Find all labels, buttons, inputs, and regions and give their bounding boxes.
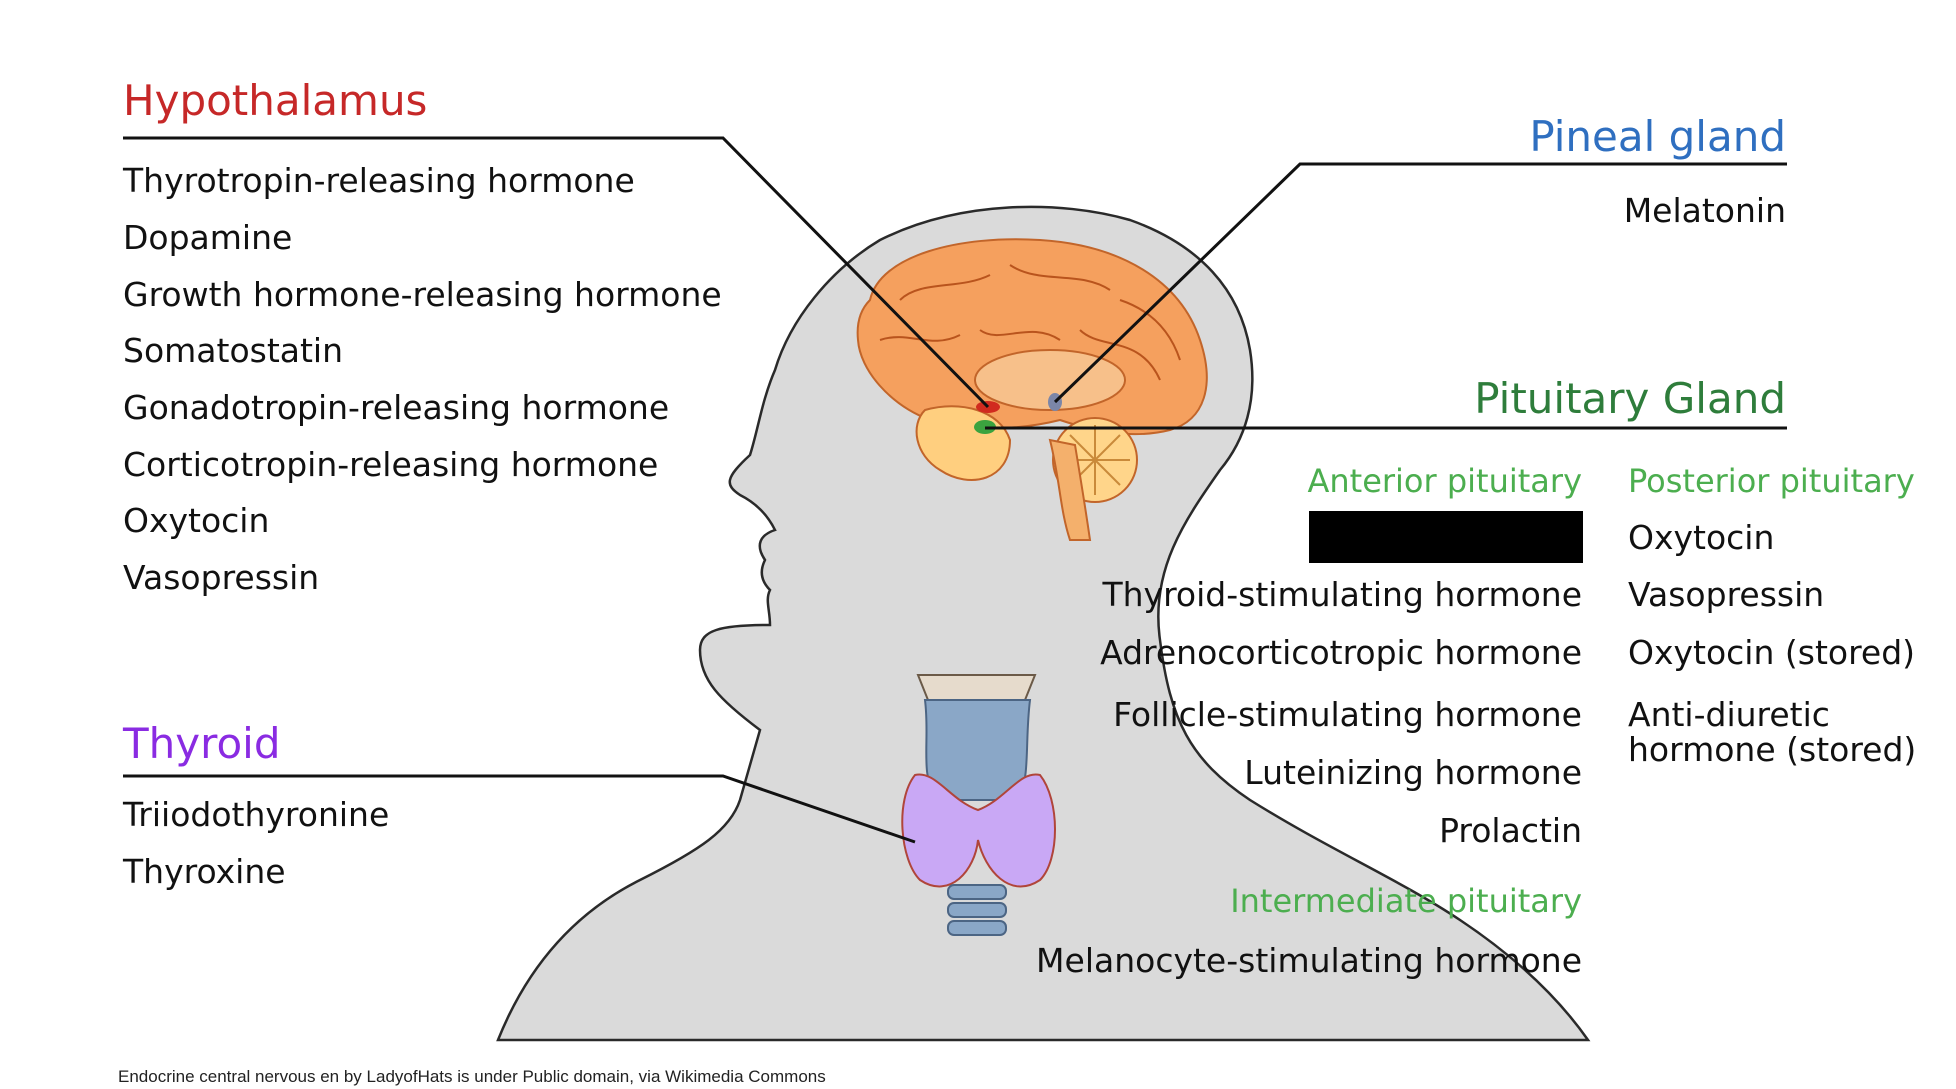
hypothalamus-hormone: Gonadotropin-releasing hormone [123,388,670,427]
thyroid-gland [901,773,1056,888]
image-credit: Endocrine central nervous en by LadyofHa… [118,1067,826,1086]
hypothalamus-hormone: Somatostatin [123,331,344,370]
posterior-hormone: hormone (stored) [1628,730,1917,769]
anterior-hormone: Thyroid-stimulating hormone [1102,575,1582,614]
pineal-leader-line [1053,162,1787,404]
posterior-hormone: Anti-diuretic [1628,695,1830,734]
thyroid-title: Thyroid [123,719,281,768]
anterior-hormone: Prolactin [1439,811,1582,850]
trachea-rings [947,884,1007,936]
intermediate-hormone: Melanocyte-stimulating hormone [1036,941,1582,980]
hypothalamus-hormone: Corticotropin-releasing hormone [123,445,659,484]
hypothalamus-hormone: Thyrotropin-releasing hormone [123,161,635,200]
anterior-hormone: Adrenocorticotropic hormone [1100,633,1582,672]
posterior-hormone: Oxytocin [1628,518,1775,557]
redacted-block [1309,511,1583,563]
posterior-hormone: Oxytocin (stored) [1628,633,1916,672]
anterior-pituitary-title: Anterior pituitary [1307,462,1582,500]
brain [856,238,1208,541]
anterior-hormone: Follicle-stimulating hormone [1113,695,1582,734]
brainstem [1048,438,1092,541]
thyroid-illustration [901,674,1056,936]
pineal-hormone: Melatonin [1623,191,1786,230]
hypothalamus-hormone: Growth hormone-releasing hormone [123,275,722,314]
posterior-pituitary-title: Posterior pituitary [1628,462,1915,500]
hypothalamus-hormone: Vasopressin [123,558,320,597]
anterior-hormone: Luteinizing hormone [1244,753,1582,792]
hypothalamus-hormone: Oxytocin [123,501,270,540]
hypothalamus-leader-line [123,136,990,409]
pituitary-title: Pituitary Gland [1474,374,1786,423]
head-silhouette [496,205,1591,1042]
pineal-title: Pineal gland [1529,112,1786,161]
posterior-hormone: Vasopressin [1628,575,1825,614]
intermediate-pituitary-title: Intermediate pituitary [1230,882,1582,920]
thyroid-hormone: Triiodothyronine [123,795,390,834]
hypothalamus-hormone: Dopamine [123,218,293,257]
thyroid-hormone: Thyroxine [123,852,286,891]
hypothalamus-title: Hypothalamus [123,76,428,125]
thyroid-leader-line [123,774,916,844]
